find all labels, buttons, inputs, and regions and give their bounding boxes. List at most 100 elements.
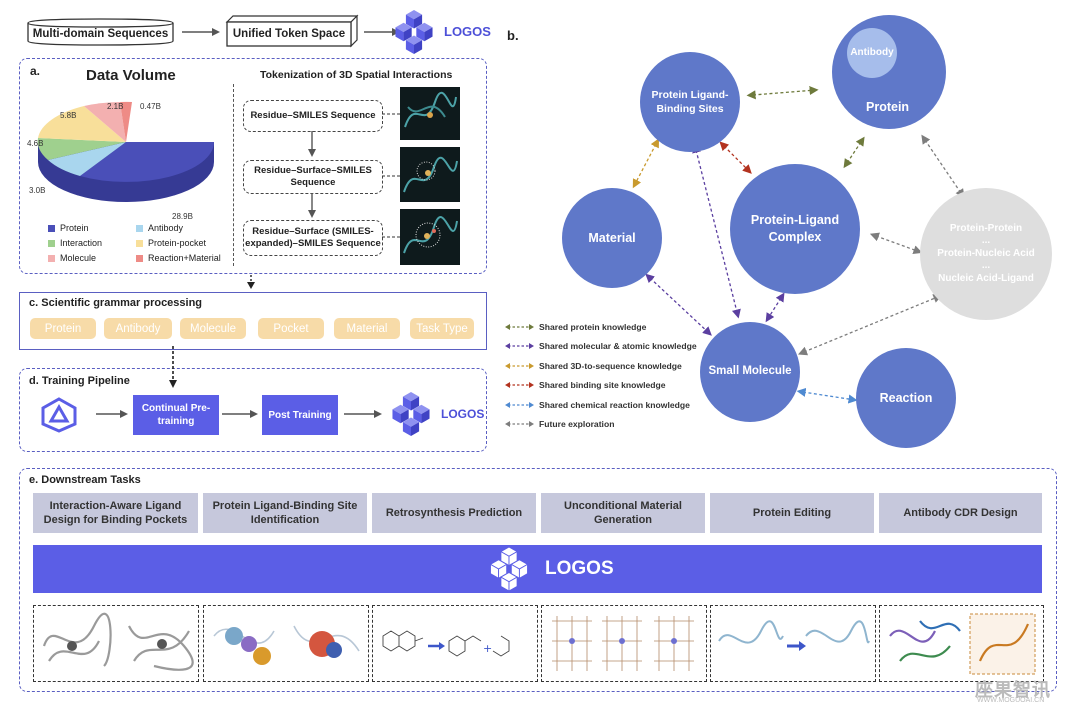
node-antibody: Antibody: [847, 28, 897, 78]
token-step-residue-smiles: Residue–SMILES Sequence: [243, 100, 383, 132]
section-e-header: e. Downstream Tasks: [29, 474, 141, 486]
node-future-exploration: Protein-Protein ... Protein-Nucleic Acid…: [920, 188, 1052, 320]
knowledge-legend: Shared protein knowledge Shared molecula…: [505, 319, 705, 439]
arrow-icon: [344, 410, 382, 418]
task-antibody-cdr-design: Antibody CDR Design: [879, 493, 1042, 533]
token-step-expanded: Residue–Surface (SMILES-expanded)–SMILES…: [243, 220, 383, 256]
task-ligand-design: Interaction-Aware Ligand Design for Bind…: [33, 493, 198, 533]
arrow-icon: [182, 28, 220, 36]
result-image-antibody-cdr: [879, 605, 1044, 682]
section-c-panel: [19, 292, 487, 350]
down-arrow-icon: [169, 346, 177, 388]
pie-label-protein-pocket: 5.8B: [60, 111, 77, 120]
post-training-step: Post Training: [262, 395, 338, 435]
task-binding-site-identification: Protein Ligand-Binding Site Identificati…: [203, 493, 367, 533]
node-protein: Antibody Protein: [832, 15, 946, 129]
down-arrow-icon: [308, 131, 316, 157]
dash-connector: [382, 236, 400, 238]
result-image-material: [541, 605, 707, 682]
down-arrow-icon: [247, 275, 255, 289]
grammar-token-pocket: Pocket: [258, 318, 324, 339]
legend-binding-site-knowledge: Shared binding site knowledge: [539, 380, 666, 390]
pie-legend-protein: Protein: [48, 223, 89, 233]
node-reaction: Reaction: [856, 348, 956, 448]
database-icon: [27, 18, 174, 46]
task-material-generation: Unconditional Material Generation: [541, 493, 705, 533]
section-d-header: d. Training Pipeline: [29, 375, 130, 387]
logos-banner: LOGOS: [33, 545, 1042, 593]
logos-cube-icon: [389, 10, 439, 54]
data-volume-title: Data Volume: [86, 67, 176, 84]
pie-label-reaction-material: 0.47B: [140, 102, 161, 111]
pie-legend-protein-pocket: Protein-pocket: [136, 238, 206, 248]
pie-slice-protein-pocket: [38, 106, 126, 142]
result-image-ligand-design: [33, 605, 199, 682]
structure-thumbnail-1: [400, 87, 460, 140]
structure-thumbnail-2: [400, 147, 460, 202]
section-e-panel: [19, 468, 1057, 692]
pie-label-interaction: 4.6B: [27, 139, 44, 148]
result-image-protein-editing: [710, 605, 876, 682]
logos-banner-text: LOGOS: [545, 558, 614, 579]
svg-text:+: +: [483, 642, 492, 655]
pie-slice-reaction-material: [120, 101, 132, 142]
logos-logo-text: LOGOS: [441, 407, 485, 421]
legend-molecular-knowledge: Shared molecular & atomic knowledge: [539, 341, 697, 351]
task-protein-editing: Protein Editing: [710, 493, 874, 533]
arrow-icon: [222, 410, 258, 418]
grammar-token-task-type: Task Type: [410, 318, 474, 339]
cube-box-icon: [225, 14, 359, 48]
pie-legend-antibody: Antibody: [136, 223, 183, 233]
logos-cube-icon: [386, 392, 436, 436]
dash-connector: [382, 175, 400, 177]
pie-label-antibody: 3.0B: [29, 186, 46, 195]
legend-3d-knowledge: Shared 3D-to-sequence knowledge: [539, 361, 682, 371]
arrow-icon: [96, 410, 128, 418]
legend-reaction-knowledge: Shared chemical reaction knowledge: [539, 400, 690, 410]
down-arrow-icon: [308, 193, 316, 218]
node-binding-sites: Protein Ligand-Binding Sites: [640, 52, 740, 152]
section-c-header: c. Scientific grammar processing: [29, 297, 203, 309]
node-material: Material: [562, 188, 662, 288]
grammar-token-antibody: Antibody: [104, 318, 172, 339]
legend-arrows: [505, 324, 534, 427]
grammar-token-protein: Protein: [30, 318, 96, 339]
pie-legend-interaction: Interaction: [48, 238, 102, 248]
unified-token-label: Unified Token Space: [232, 28, 346, 40]
multi-domain-label: Multi-domain Sequences: [32, 28, 169, 40]
token-step-residue-surface-smiles: Residue–Surface–SMILES Sequence: [243, 160, 383, 194]
structure-thumbnail-3: [400, 209, 460, 265]
legend-protein-knowledge: Shared protein knowledge: [539, 322, 647, 332]
pie-slice-antibody: [48, 142, 126, 176]
watermark-logo: 座果智讯: [975, 680, 1051, 700]
pie-legend-molecule: Molecule: [48, 253, 96, 263]
pie-slice-protein: [80, 142, 214, 182]
logos-logo-text: LOGOS: [444, 24, 491, 39]
dash-connector: [382, 113, 400, 115]
section-a-panel: [19, 58, 487, 274]
section-a-divider: [233, 84, 234, 266]
continual-pretraining-step: Continual Pre-training: [133, 395, 219, 435]
node-protein-ligand-complex: Protein-Ligand Complex: [730, 164, 860, 294]
unified-token-space-box: Unified Token Space: [225, 14, 359, 48]
pie-slice-molecule: [84, 102, 126, 142]
knowledge-graph-edges: [632, 85, 965, 404]
watermark-url: WWW.MOGUOAI.CN: [977, 697, 1045, 704]
legend-future-exploration: Future exploration: [539, 419, 615, 429]
grammar-token-material: Material: [334, 318, 400, 339]
pie-legend-reaction-material: Reaction+Material: [136, 253, 221, 263]
section-d-panel: [19, 368, 487, 452]
pie-label-molecule: 2.1B: [107, 102, 124, 111]
logos-cube-icon: [489, 547, 529, 591]
base-model-logo-icon: [41, 397, 77, 433]
grammar-token-molecule: Molecule: [180, 318, 246, 339]
result-image-binding-site: [203, 605, 369, 682]
multi-domain-sequences-box: Multi-domain Sequences: [24, 17, 177, 47]
task-retrosynthesis: Retrosynthesis Prediction: [372, 493, 536, 533]
tokenization-title: Tokenization of 3D Spatial Interactions: [260, 69, 453, 81]
node-small-molecule: Small Molecule: [700, 322, 800, 422]
pie-label-protein: 28.9B: [172, 212, 193, 221]
result-image-retrosynthesis: +: [372, 605, 538, 682]
data-volume-pie: [37, 101, 214, 202]
section-b-label: b.: [507, 28, 519, 43]
